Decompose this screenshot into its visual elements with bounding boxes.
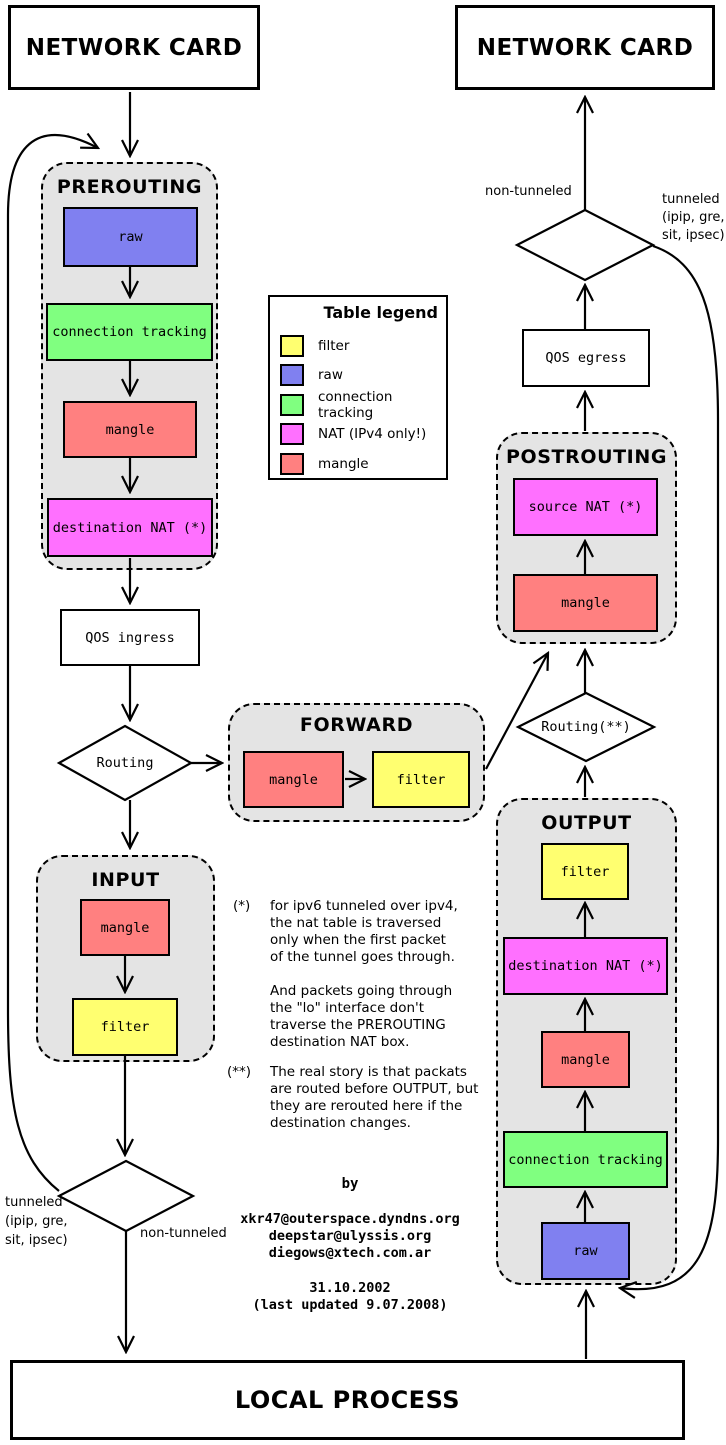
prerouting-mangle-table: mangle — [63, 401, 197, 458]
output-mangle-table: mangle — [541, 1031, 630, 1088]
forward-filter-table: filter — [372, 751, 470, 808]
prerouting-dnat-table: destination NAT (*) — [47, 498, 213, 557]
table-label: mangle — [269, 771, 318, 788]
prerouting-conntrack-table: connection tracking — [46, 303, 213, 361]
footnote-2: The real story is that packats are route… — [270, 1064, 479, 1131]
qos-ingress-label: QOS ingress — [85, 629, 175, 646]
nat-swatch — [280, 423, 304, 446]
tunnel-diamond-top — [514, 208, 656, 282]
table-label: connection tracking — [508, 1151, 663, 1168]
input-title: INPUT — [91, 869, 160, 891]
postrouting-snat-table: source NAT (*) — [513, 478, 658, 536]
legend-row: raw — [280, 361, 442, 391]
routing2-diamond — [515, 691, 657, 763]
qos-egress-box: QOS egress — [522, 329, 650, 387]
non-tunneled-bottom-label: non-tunneled — [140, 1226, 227, 1241]
arrow-forward-to-postrouting — [485, 653, 548, 770]
output-raw-table: raw — [541, 1222, 630, 1280]
table-label: raw — [573, 1243, 598, 1259]
input-filter-table: filter — [72, 998, 178, 1056]
footnote-1b: And packets going through the "lo" inter… — [270, 983, 453, 1050]
routing-diamond — [56, 724, 194, 802]
table-label: filter — [560, 863, 610, 880]
raw-swatch — [280, 364, 304, 387]
table-label: mangle — [100, 919, 150, 936]
network-card-right-label: NETWORK CARD — [476, 34, 694, 61]
routing-diamond-label: Routing — [96, 755, 154, 771]
footnote-marker-1: (*) — [233, 898, 251, 914]
input-mangle-table: mangle — [80, 899, 170, 956]
output-filter-table: filter — [541, 843, 629, 900]
legend-items: filter raw connection tracking NAT (IPv4… — [280, 331, 442, 479]
table-label: mangle — [561, 595, 610, 611]
postrouting-title: POSTROUTING — [505, 446, 668, 468]
non-tunneled-top-label: non-tunneled — [485, 184, 572, 199]
credits-emails: xkr47@outerspace.dyndns.org deepstar@uly… — [240, 1211, 460, 1261]
table-label: destination NAT (*) — [52, 519, 208, 536]
table-label: destination NAT (*) — [508, 958, 663, 974]
legend-row: mangle — [280, 449, 442, 479]
arrow-tunneled-loop-right — [620, 244, 720, 1289]
postrouting-mangle-table: mangle — [513, 574, 658, 632]
network-card-right-box: NETWORK CARD — [455, 5, 715, 90]
table-label: source NAT (*) — [528, 499, 643, 515]
local-process-box: LOCAL PROCESS — [10, 1360, 685, 1440]
table-label: raw — [118, 229, 143, 245]
legend-title: Table legend — [323, 303, 439, 322]
footnote-1a: for ipv6 tunneled over ipv4, the nat tab… — [270, 898, 458, 965]
legend-row: filter — [280, 331, 442, 361]
local-process-label: LOCAL PROCESS — [234, 1386, 461, 1414]
table-legend: Table legend filter raw connection track… — [268, 295, 448, 480]
network-card-left-box: NETWORK CARD — [8, 5, 260, 90]
output-conntrack-table: connection tracking — [503, 1131, 668, 1188]
qos-ingress-box: QOS ingress — [60, 609, 200, 666]
network-card-left-label: NETWORK CARD — [25, 34, 243, 61]
credits-by: by — [341, 1176, 359, 1192]
prerouting-title: PREROUTING — [56, 176, 203, 198]
mangle-swatch — [280, 452, 304, 475]
legend-label: mangle — [318, 455, 369, 472]
routing2-diamond-label: Routing(**) — [541, 719, 631, 735]
table-label: connection tracking — [52, 324, 207, 340]
qos-egress-label: QOS egress — [545, 350, 627, 366]
forward-mangle-table: mangle — [243, 751, 344, 808]
forward-title: FORWARD — [299, 714, 414, 736]
legend-label: filter — [318, 337, 350, 354]
table-label: filter — [396, 771, 446, 788]
output-dnat-table: destination NAT (*) — [503, 937, 668, 995]
table-label: filter — [100, 1019, 150, 1035]
arrow-tunneled-loop-left — [6, 135, 98, 1192]
tunneled-bottom-label: tunneled (ipip, gre, sit, ipsec) — [5, 1195, 68, 1248]
legend-row: connection tracking — [280, 388, 442, 421]
filter-swatch — [280, 334, 304, 357]
credits-date: 31.10.2002 (last updated 9.07.2008) — [252, 1280, 448, 1313]
footnote-marker-2: (**) — [227, 1064, 252, 1080]
prerouting-raw-table: raw — [63, 207, 198, 267]
legend-label: raw — [318, 367, 343, 384]
table-label: mangle — [105, 421, 155, 438]
legend-label: NAT (IPv4 only!) — [318, 426, 427, 443]
legend-row: NAT (IPv4 only!) — [280, 420, 442, 450]
conntrack-swatch — [280, 393, 304, 416]
legend-label: connection tracking — [318, 388, 393, 421]
table-label: mangle — [561, 1051, 610, 1068]
tunnel-diamond-bottom — [56, 1159, 196, 1233]
output-title: OUTPUT — [541, 812, 632, 834]
tunneled-top-label: tunneled (ipip, gre, sit, ipsec) — [662, 192, 725, 243]
